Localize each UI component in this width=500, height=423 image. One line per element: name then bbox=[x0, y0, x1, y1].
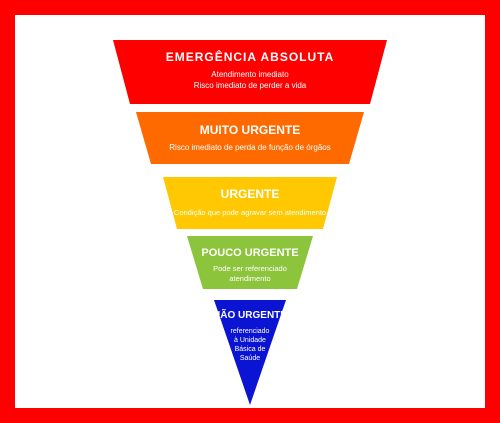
level-nao-urgente: NÃO URGENTE referenciado à Unidade Básic… bbox=[213, 300, 287, 405]
level-muito-urgente: MUITO URGENTE Risco imediato de perda de… bbox=[136, 112, 364, 164]
level-title: URGENTE bbox=[221, 187, 280, 201]
level-title: POUCO URGENTE bbox=[201, 247, 298, 259]
band-pouco-urgente bbox=[187, 236, 313, 289]
level-urgente: URGENTE Condição que pode agravar sem at… bbox=[163, 177, 337, 229]
level-line: Condição que pode agravar sem atendiment… bbox=[174, 208, 326, 217]
band-nao-urgente bbox=[214, 300, 286, 405]
level-pouco-urgente: POUCO URGENTE Pode ser referenciado aten… bbox=[187, 236, 313, 289]
band-muito-urgente bbox=[136, 112, 364, 164]
level-line: Risco imediato de perda de função de órg… bbox=[169, 143, 330, 152]
level-title: EMERGÊNCIA ABSOLUTA bbox=[166, 49, 335, 64]
level-title: MUITO URGENTE bbox=[200, 123, 300, 137]
level-line: atendimento bbox=[229, 274, 270, 283]
band-emergencia-absoluta bbox=[113, 40, 387, 104]
level-line: à Unidade bbox=[234, 337, 266, 344]
level-line: Risco imediato de perder a vida bbox=[194, 81, 307, 90]
level-emergencia-absoluta: EMERGÊNCIA ABSOLUTA Atendimento imediato… bbox=[113, 40, 387, 104]
level-line: Atendimento imediato bbox=[211, 70, 289, 79]
level-line: Básica de bbox=[235, 346, 266, 353]
level-line: referenciado bbox=[231, 328, 270, 335]
band-urgente bbox=[163, 177, 337, 229]
level-title: NÃO URGENTE bbox=[213, 308, 287, 321]
level-line: Pode ser referenciado bbox=[213, 264, 287, 273]
level-line: Saúde bbox=[240, 355, 260, 362]
